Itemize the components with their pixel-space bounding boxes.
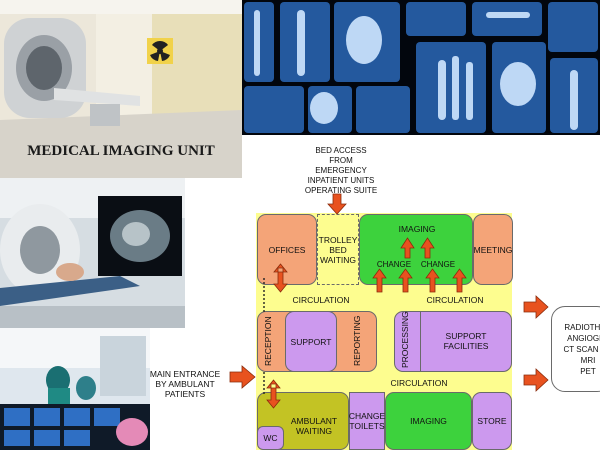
meeting-label: MEETING	[473, 244, 513, 255]
change-toilets-room: CHANGE TOILETS	[349, 392, 385, 450]
meeting-room: MEETING	[473, 214, 513, 285]
output-arrow-bottom	[523, 368, 549, 392]
main-entrance-arrow	[229, 365, 256, 389]
offices-label: OFFICES	[268, 244, 306, 255]
imaging-arrow-6	[420, 237, 435, 259]
mri-scanner-photo	[0, 0, 242, 178]
reception-double-arrow	[266, 379, 281, 409]
mri-scanner-illustration	[0, 0, 242, 178]
trolley-bed-waiting-label: TROLLEY BED WAITING	[318, 234, 358, 265]
imaging-arrow-1	[372, 268, 387, 293]
bed-access-arrow	[327, 193, 347, 215]
change-1-label: CHANGE	[376, 260, 412, 269]
change-toilets-label: CHANGE TOILETS	[348, 411, 386, 431]
store-label: STORE	[477, 416, 507, 426]
xray-collage-photo	[242, 0, 600, 135]
imaging-arrow-5	[400, 237, 415, 259]
wc-room: WC	[257, 426, 284, 450]
ambulant-waiting-label: AMBULANT WAITING	[290, 416, 338, 436]
store-room: STORE	[472, 392, 512, 450]
support-facilities-label: SUPPORT FACILITIES	[443, 331, 489, 351]
modalities-box: RADIOTHE ANGIOGR CT SCAN MRI PET	[551, 306, 600, 392]
main-entrance-label: MAIN ENTRANCE BY AMBULANT PATIENTS	[149, 369, 221, 399]
processing-divider	[420, 311, 421, 372]
circulation-1-label: CIRCULATION	[292, 295, 350, 305]
imaging-lab-illustration	[0, 328, 150, 450]
circulation-3-label: CIRCULATION	[390, 378, 448, 388]
trolley-bed-waiting-room: TROLLEY BED WAITING	[317, 214, 359, 285]
imaging-arrow-2	[398, 268, 413, 293]
change-2-label: CHANGE	[420, 260, 456, 269]
bed-access-label: BED ACCESS FROM EMERGENCY INPATIENT UNIT…	[304, 146, 378, 195]
offices-double-arrow	[273, 263, 288, 293]
processing-support-block	[394, 311, 512, 372]
support-room: SUPPORT	[285, 311, 337, 372]
support-label: SUPPORT	[290, 336, 332, 347]
modalities-list: RADIOTHE ANGIOGR CT SCAN MRI PET	[563, 322, 600, 376]
imaging-arrow-4	[452, 268, 467, 293]
offices-room: OFFICES	[257, 214, 317, 285]
xray-collage-illustration	[242, 0, 600, 135]
imaging-top-label: IMAGING	[398, 224, 436, 234]
ct-scanner-photo	[0, 178, 185, 328]
unit-title: MEDICAL IMAGING UNIT	[27, 143, 215, 159]
imaging-arrow-3	[425, 268, 440, 293]
imaging-bottom-label: IMAGING	[410, 416, 447, 426]
output-arrow-top	[523, 295, 549, 319]
circulation-2-label: CIRCULATION	[426, 295, 484, 305]
imaging-lab-photo	[0, 328, 150, 450]
wc-label: WC	[263, 433, 278, 443]
ct-scanner-illustration	[0, 178, 185, 328]
